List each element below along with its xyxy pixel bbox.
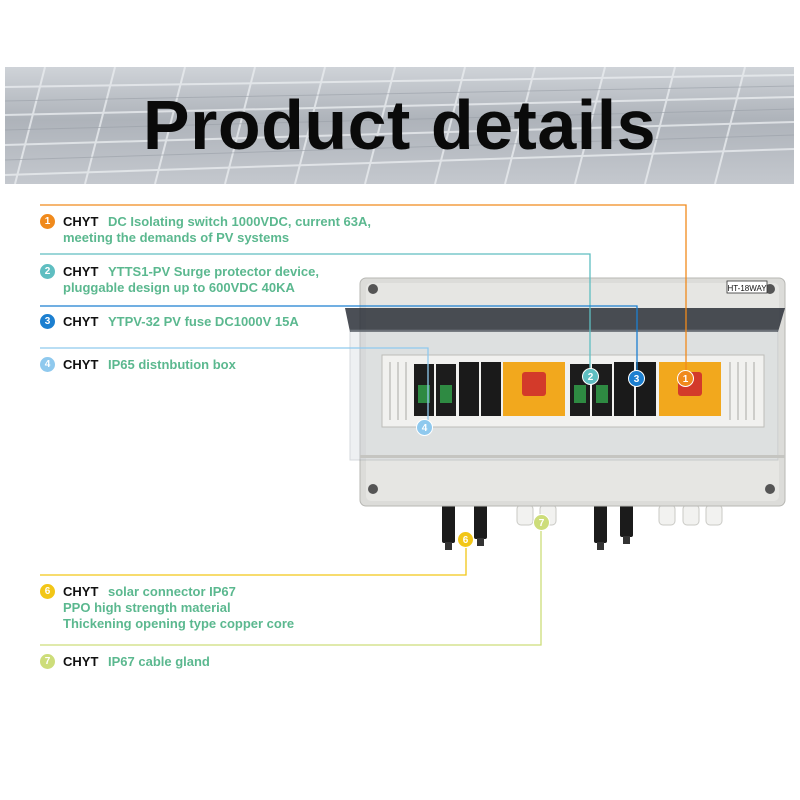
header-banner: Product details (5, 67, 794, 184)
marker-1: 1 (677, 370, 694, 387)
brand-label: CHYT (63, 214, 99, 229)
marker-6: 6 (457, 531, 474, 548)
callout-text: IP65 distnbution box (108, 357, 236, 372)
callout-text: YTTS1-PV Surge protector device, (108, 264, 319, 279)
brand-label: CHYT (63, 654, 99, 669)
callout-text: YTPV-32 PV fuse DC1000V 15A (108, 314, 299, 329)
brand-label: CHYT (63, 584, 99, 599)
number-badge-7: 7 (40, 654, 55, 669)
callout-text-line2: PPO high strength material (63, 600, 231, 615)
brand-label: CHYT (63, 314, 99, 329)
callout-text: DC Isolating switch 1000VDC, current 63A… (108, 214, 371, 229)
callout-text: IP67 cable gland (108, 654, 210, 669)
brand-label: CHYT (63, 264, 99, 279)
number-badge-3: 3 (40, 314, 55, 329)
brand-label: CHYT (63, 357, 99, 372)
callout-text: solar connector IP67 (108, 584, 236, 599)
marker-3: 3 (628, 370, 645, 387)
number-badge-1: 1 (40, 214, 55, 229)
callout-text-line2: pluggable design up to 600VDC 40KA (63, 280, 295, 295)
marker-4: 4 (416, 419, 433, 436)
solar-panel-background (5, 67, 794, 184)
page-title: Product details (142, 86, 657, 164)
model-label: HT-18WAY (727, 284, 767, 293)
number-badge-2: 2 (40, 264, 55, 279)
callout-text-line3: Thickening opening type copper core (63, 616, 295, 631)
marker-2: 2 (582, 368, 599, 385)
number-badge-4: 4 (40, 357, 55, 372)
number-badge-6: 6 (40, 584, 55, 599)
marker-7: 7 (533, 514, 550, 531)
callout-text-line2: meeting the demands of PV systems (63, 230, 290, 245)
